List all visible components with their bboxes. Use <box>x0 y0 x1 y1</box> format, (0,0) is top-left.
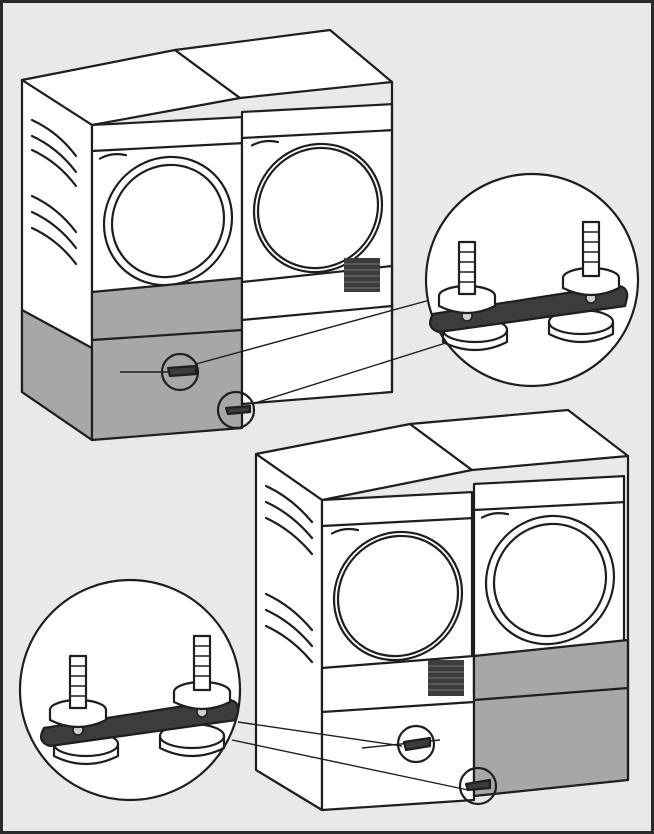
top-detail-view <box>424 172 640 388</box>
top-appliance-stack <box>20 28 469 442</box>
lower-pedestal-front <box>472 638 630 798</box>
callout-circle-lower <box>216 390 256 430</box>
bottom-detail-view <box>18 578 242 802</box>
vent-grille <box>344 258 380 292</box>
bottom-appliance-stack <box>231 408 630 812</box>
lower-callout-circle-lower <box>458 766 498 806</box>
